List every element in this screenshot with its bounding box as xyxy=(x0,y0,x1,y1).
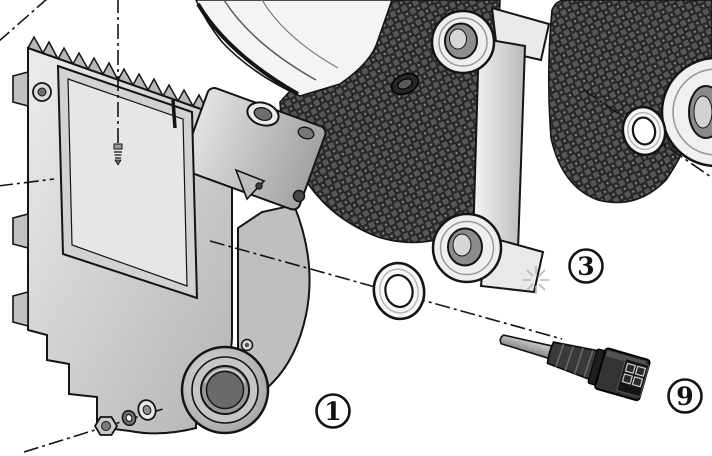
port-top-bore xyxy=(253,107,273,121)
machined-face xyxy=(195,0,393,97)
callout-3-number: 3 xyxy=(577,252,594,281)
callout-3: 3 xyxy=(568,248,604,284)
mounting-tab-mid xyxy=(12,212,29,250)
o-ring-small xyxy=(390,72,420,96)
boss-outer xyxy=(660,56,712,168)
connector-part xyxy=(499,334,651,402)
bracket-boss-bottom-chamfer xyxy=(439,220,495,276)
pin-3 xyxy=(621,373,634,385)
o-ring-small-hole xyxy=(397,78,413,90)
set-screw xyxy=(113,143,123,166)
mounting-tab-top xyxy=(12,70,29,108)
callout-1: 1 xyxy=(315,393,351,429)
hex-nut-bore xyxy=(101,421,111,431)
bolt-hole-bore xyxy=(37,87,47,97)
machined-bevel-line-2 xyxy=(261,0,339,69)
o-ring-large xyxy=(372,261,426,321)
washer-large xyxy=(137,399,157,421)
center-line-corner xyxy=(0,0,47,42)
machined-bevel-line xyxy=(223,0,317,81)
o-ring-right xyxy=(621,105,667,157)
callout-9: 9 xyxy=(667,378,703,414)
callout-9-number: 9 xyxy=(676,382,693,411)
set-screw-threads xyxy=(114,151,122,159)
pin-1 xyxy=(624,362,637,375)
pin-2 xyxy=(634,365,647,377)
cable xyxy=(499,334,556,361)
port-hole xyxy=(292,189,306,203)
access-panel-inner xyxy=(67,78,188,287)
cone-fitting xyxy=(234,168,266,201)
washer-large-hole xyxy=(142,404,152,416)
machined-edge-heavy xyxy=(196,2,299,96)
bracket-bore-bottom-inner xyxy=(452,233,472,257)
callout-1-number: 1 xyxy=(324,397,341,426)
callout-1-circle xyxy=(315,393,351,429)
adjacent-part-boss xyxy=(660,56,712,168)
mounting-boss xyxy=(180,345,270,435)
shine-mark xyxy=(523,266,549,294)
o-ring-right-hole xyxy=(631,116,657,146)
solenoid-coil-right xyxy=(547,0,712,204)
washer-small xyxy=(121,409,137,427)
callout-3-circle xyxy=(568,248,604,284)
mounting-bracket-part xyxy=(430,6,551,294)
boss-bore-inner xyxy=(693,95,712,129)
port-top xyxy=(246,101,280,127)
mounting-tab-low xyxy=(12,290,29,328)
knurl-texture-right xyxy=(547,0,712,204)
port-small xyxy=(297,126,315,140)
boss-bore xyxy=(205,370,245,410)
o-ring-large-hole xyxy=(384,273,414,309)
bracket-bore-top-inner xyxy=(449,28,467,50)
o-ring-large-shade xyxy=(379,268,419,314)
bracket-boss-top-chamfer xyxy=(438,17,488,67)
pin-4 xyxy=(631,376,644,388)
panel-slot xyxy=(171,99,177,129)
callout-9-circle xyxy=(667,378,703,414)
center-line-left xyxy=(0,178,55,187)
cone-fitting-tip xyxy=(255,182,263,190)
valve-block-part xyxy=(12,35,327,435)
washer-small-hole xyxy=(125,414,133,422)
thread-arc xyxy=(204,368,246,384)
armature-tube-end xyxy=(195,0,393,97)
bleed-screw-center xyxy=(244,342,250,348)
boss-chamfer xyxy=(672,68,712,156)
o-ring-right-shade xyxy=(627,111,661,151)
boot-ridges xyxy=(555,343,594,378)
set-screw-tip xyxy=(114,159,122,166)
hex-nut xyxy=(93,416,119,436)
set-screw-head xyxy=(113,143,123,150)
